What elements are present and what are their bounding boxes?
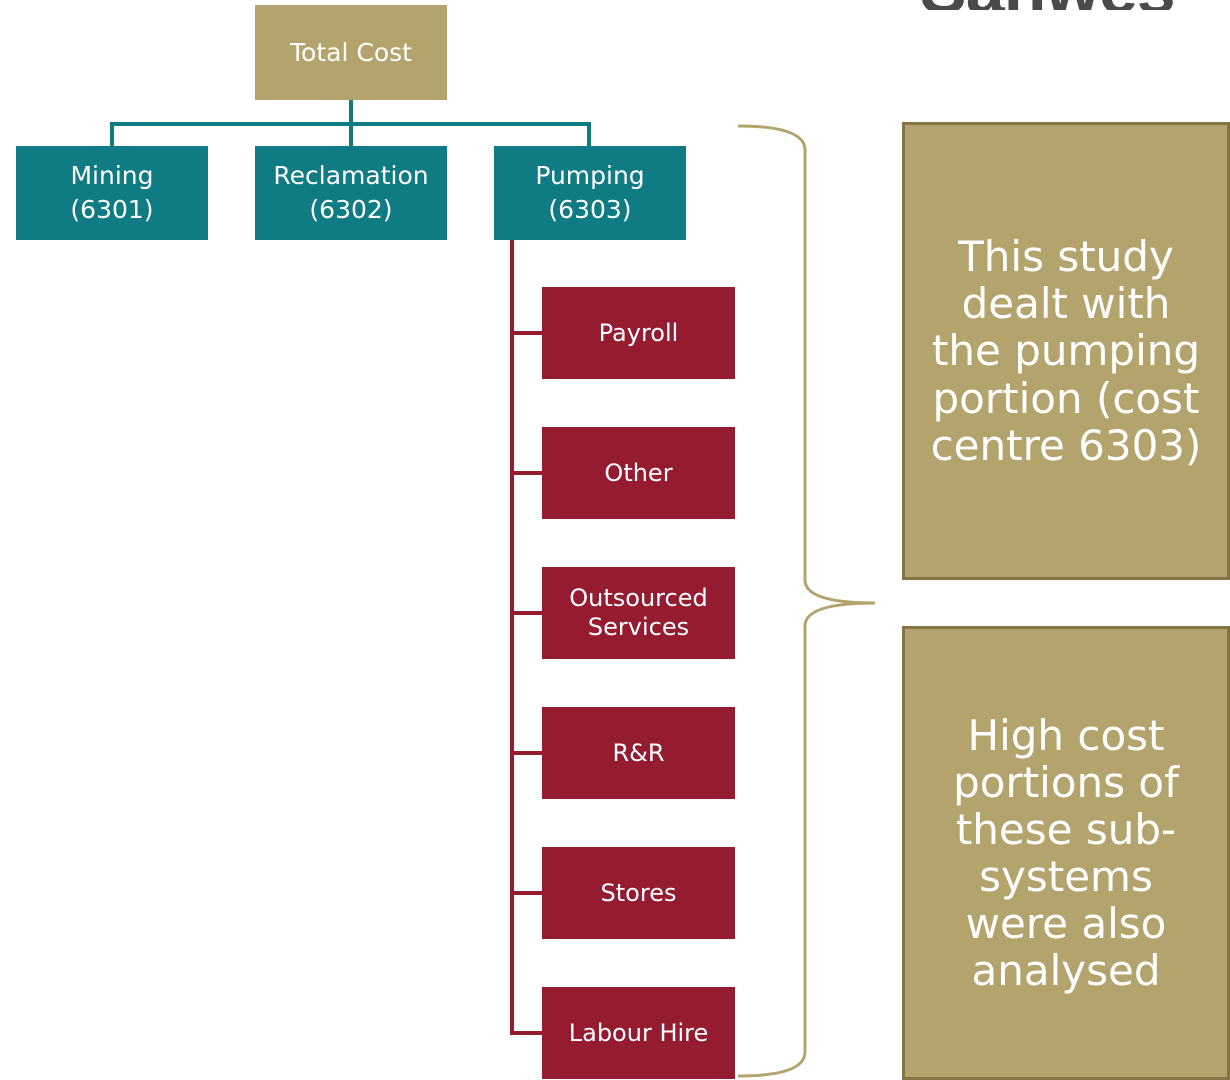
company-logo: Sanwes — [920, 0, 1230, 10]
mining-label: Mining — [70, 161, 154, 191]
r-and-r-label: R&R — [612, 738, 665, 767]
r-and-r-node: R&R — [542, 707, 735, 799]
pumping-node: Pumping (6303) — [494, 146, 686, 240]
reclamation-label: Reclamation — [273, 161, 429, 191]
stores-label: Stores — [600, 878, 677, 907]
payroll-node: Payroll — [542, 287, 735, 379]
stores-node: Stores — [542, 847, 735, 939]
labour-hire-node: Labour Hire — [542, 987, 735, 1079]
grouping-brace — [737, 124, 876, 1078]
mining-node: Mining (6301) — [16, 146, 208, 240]
other-label: Other — [604, 458, 673, 487]
total-cost-label: Total Cost — [290, 37, 412, 67]
labour-hire-label: Labour Hire — [568, 1018, 709, 1047]
teal-connectors — [110, 100, 591, 146]
crimson-connectors — [510, 240, 542, 1035]
outsourced-services-node: Outsourced Services — [542, 567, 735, 659]
high-cost-callout: High cost portions of these sub-systems … — [902, 626, 1230, 1080]
pumping-code: (6303) — [548, 195, 632, 224]
reclamation-code: (6302) — [309, 195, 393, 224]
total-cost-node: Total Cost — [255, 5, 447, 100]
study-scope-callout: This study dealt with the pumping portio… — [902, 122, 1230, 580]
study-scope-text: This study dealt with the pumping portio… — [930, 232, 1202, 470]
high-cost-text: High cost portions of these sub-systems … — [953, 710, 1179, 996]
other-node: Other — [542, 427, 735, 519]
reclamation-node: Reclamation (6302) — [255, 146, 447, 240]
pumping-label: Pumping — [535, 161, 645, 191]
payroll-label: Payroll — [598, 318, 679, 347]
mining-code: (6301) — [70, 195, 154, 224]
outsourced-services-label: Outsourced Services — [569, 584, 708, 641]
